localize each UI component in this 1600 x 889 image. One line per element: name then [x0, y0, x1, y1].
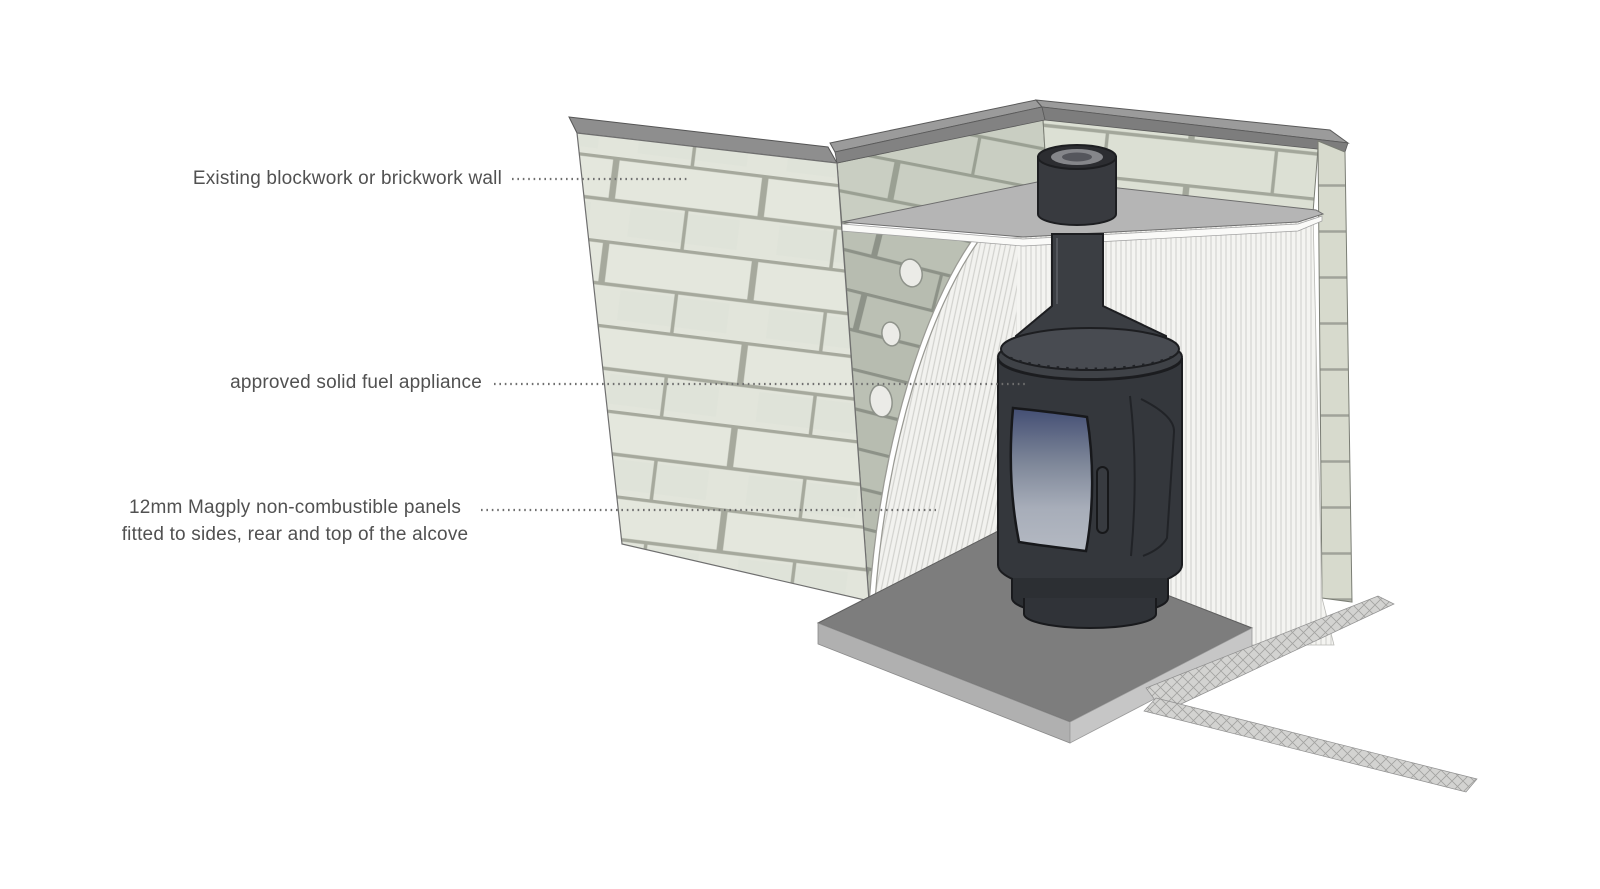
stove-window	[1009, 406, 1094, 553]
floor-strip	[1143, 595, 1478, 793]
label-magply-panels-line1: 12mm Magply non-combustible panels	[128, 497, 462, 518]
wall-cap	[829, 99, 1350, 164]
label-magply-panels-line2: fitted to sides, rear and top of the alc…	[121, 524, 469, 545]
stove-plinth	[1023, 598, 1157, 629]
stove-side-panel	[1140, 398, 1176, 557]
leader-lines	[481, 177, 1026, 512]
right-wall-end	[1317, 140, 1353, 603]
stove-door-seam	[1129, 395, 1136, 557]
flue	[1015, 144, 1167, 341]
stove-handle	[1096, 466, 1109, 534]
label-solid-fuel-appliance: approved solid fuel appliance	[230, 372, 482, 393]
label-blockwork-wall: Existing blockwork or brickwork wall	[192, 168, 502, 189]
flue-collar	[1037, 156, 1117, 226]
adhesive-dabs	[869, 258, 923, 418]
stove	[997, 327, 1183, 629]
exposed-blockwork-reveal	[841, 224, 978, 603]
blockwork-wall-front	[568, 116, 870, 602]
label-magply-panels: 12mm Magply non-combustible panels fitte…	[118, 494, 472, 548]
